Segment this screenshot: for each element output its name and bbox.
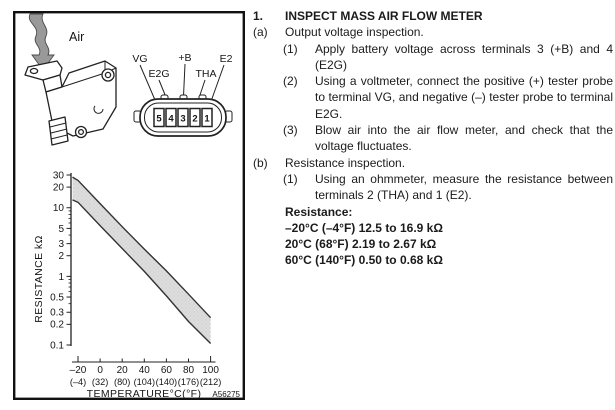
pin-label-vg: VG [132,53,147,65]
instruction-row: (1) Apply battery voltage across termina… [283,41,613,74]
instruction-text: Resistance: [285,204,353,219]
instruction-row: (2) Using a voltmeter, connect the posit… [283,73,613,122]
list-marker: (b) [253,155,268,170]
maf-sensor-drawing [24,60,117,146]
terminal-number-3: 3 [180,114,185,125]
list-marker: (2) [283,74,298,89]
terminal-number-2: 2 [192,114,197,125]
svg-text:60: 60 [161,365,173,376]
svg-text:3: 3 [58,239,64,250]
svg-text:1: 1 [58,272,64,283]
svg-text:20: 20 [53,182,65,193]
svg-text:30: 30 [53,170,65,181]
lower-limit-curve [72,199,212,344]
svg-text:(176): (176) [178,377,199,387]
instruction-text: 60°C (140°F) 0.50 to 0.68 kΩ [285,253,443,268]
svg-text:0.2: 0.2 [50,320,64,331]
svg-text:0.5: 0.5 [50,292,64,303]
list-marker: 1. [253,9,264,23]
air-label: Air [69,30,84,44]
instruction-text: –20°C (–4°F) 12.5 to 16.9 kΩ [285,220,443,235]
upper-limit-curve [72,176,212,319]
instruction-text: Blow air into the air flow meter, and ch… [315,123,613,154]
instruction-row: (b) Resistance inspection. [253,155,613,171]
list-marker: (3) [283,123,298,138]
pin-label-tha: THA [196,68,217,80]
resistance-temperature-chart: 30201053210.50.30.20.1–20(–4)0(32)20(80)… [33,170,221,400]
instruction-row: 60°C (140°F) 0.50 to 0.68 kΩ [285,252,613,268]
svg-text:20: 20 [117,365,129,376]
instruction-text: INSPECT MASS AIR FLOW METER [285,9,483,23]
instruction-text: Using an ohmmeter, measure the resistanc… [315,171,613,203]
svg-text:0.3: 0.3 [50,308,64,319]
svg-text:(212): (212) [200,377,221,387]
instruction-row: (1) Using an ohmmeter, measure the resis… [283,171,613,204]
svg-text:2: 2 [58,251,64,262]
svg-text:5: 5 [58,224,64,235]
instruction-text: 20°C (68°F) 2.19 to 2.67 kΩ [285,237,437,252]
instruction-row: –20°C (–4°F) 12.5 to 16.9 kΩ [285,220,613,236]
list-marker: (1) [283,41,298,56]
pin-label-e2g: E2G [148,68,169,80]
instruction-row: (a) Output voltage inspection. [253,24,613,40]
terminal-number-5: 5 [156,114,162,125]
instruction-row: Resistance: [285,204,613,220]
instruction-text: Resistance inspection. [285,155,406,170]
svg-text:100: 100 [202,365,219,376]
svg-text:(80): (80) [114,377,130,387]
mass-air-flow-figure: Air VG E2G +B THA E2 [13,11,246,401]
x-axis-title: TEMPERATURE°C(°F) [87,388,202,400]
svg-text:(140): (140) [156,377,177,387]
connector-pin-callouts: VG E2G +B THA E2 [132,52,233,108]
svg-text:40: 40 [139,365,151,376]
instruction-text: Output voltage inspection. [285,25,424,40]
svg-text:(–4): (–4) [70,377,86,387]
svg-text:0.1: 0.1 [50,340,64,351]
connector-drawing: 5 4 3 2 1 [133,94,233,137]
terminal-number-4: 4 [168,114,174,125]
instruction-row: (3) Blow air into the air flow meter, an… [283,122,613,155]
list-marker: (1) [283,171,298,186]
pin-label-e2: E2 [220,53,233,65]
svg-text:–20: –20 [70,365,87,376]
svg-text:10: 10 [53,203,65,214]
figure-code: A56275 [212,390,240,399]
terminal-number-1: 1 [204,114,210,125]
svg-text:(32): (32) [92,377,108,387]
pin-label-b: +B [178,52,191,64]
svg-text:(104): (104) [134,377,155,387]
instruction-list: 1. INSPECT MASS AIR FLOW METER (a) Outpu… [253,8,613,269]
resistance-band [72,177,211,344]
list-marker: (a) [253,25,268,40]
instruction-row: 20°C (68°F) 2.19 to 2.67 kΩ [285,236,613,252]
instruction-text: Using a voltmeter, connect the positive … [315,74,613,121]
svg-text:80: 80 [183,365,195,376]
instruction-row: 1. INSPECT MASS AIR FLOW METER [253,8,613,24]
svg-text:0: 0 [97,365,103,376]
y-axis-title: RESISTANCE kΩ [33,235,45,323]
figure-panel: Air VG E2G +B THA E2 [13,11,246,401]
instruction-text: Apply battery voltage across terminals 3… [315,41,613,72]
